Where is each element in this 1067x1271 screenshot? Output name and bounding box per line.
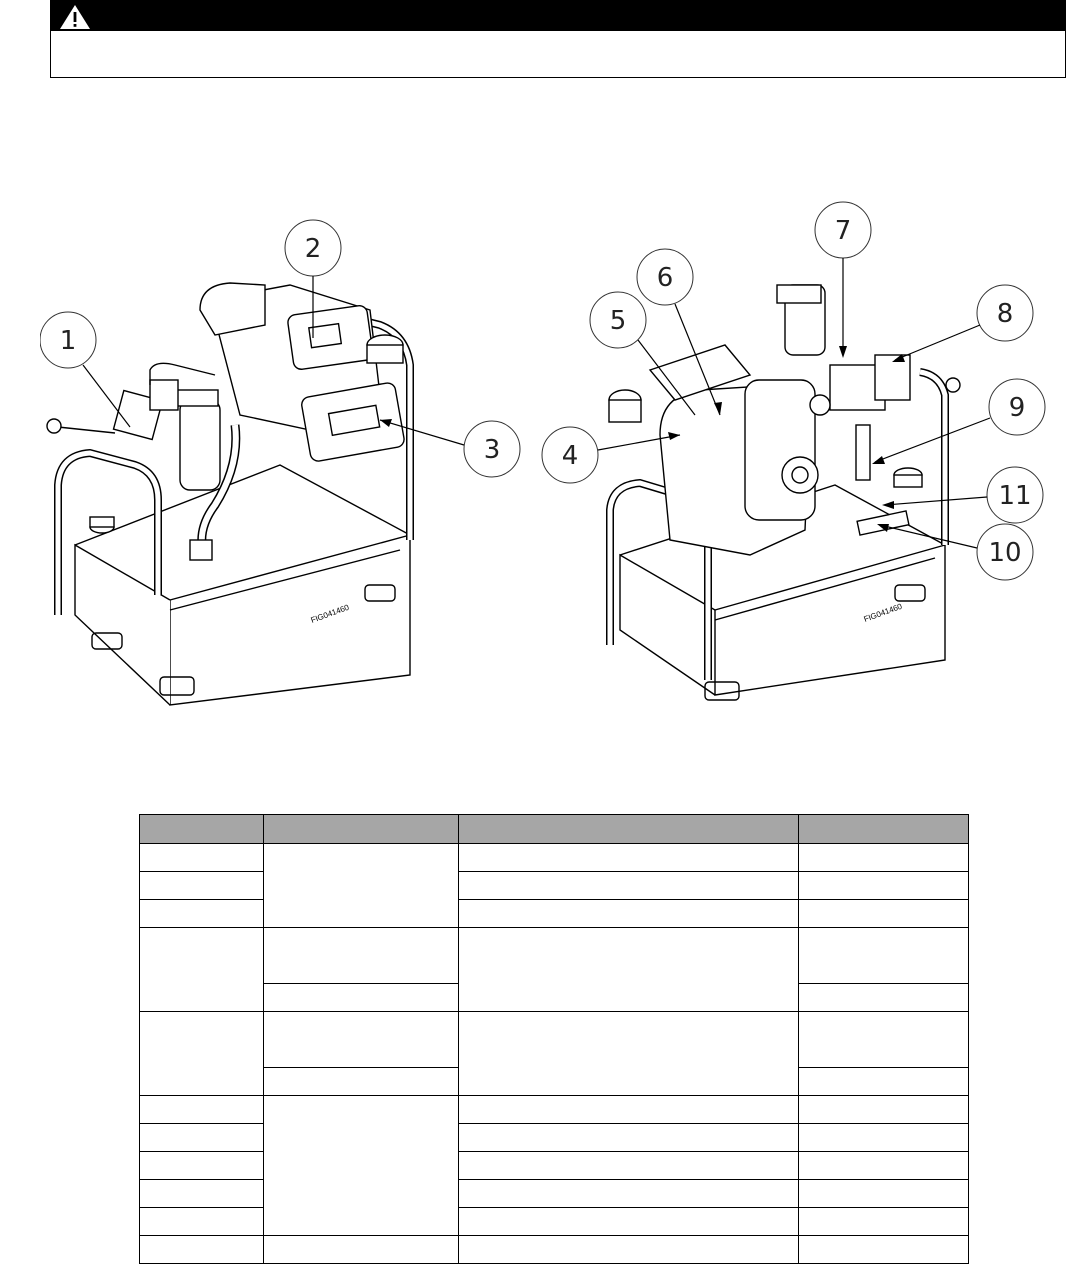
table-cell [798,1011,969,1068]
table-cell [798,843,969,872]
table-cell [263,1235,459,1264]
svg-text:3: 3 [484,435,501,465]
svg-text:10: 10 [988,538,1021,568]
header-cell-1 [139,814,264,844]
table-cell [458,927,799,1012]
table-row [139,1123,969,1152]
table-cell [263,1011,459,1068]
svg-text:11: 11 [998,481,1031,511]
figure-right-unit: FIG041460 4 5 6 7 8 9 11 [541,201,1046,701]
figure-left-unit: FIG041460 1 2 3 [40,219,521,706]
callout-6: 6 [636,248,722,416]
table-row [140,1067,969,1096]
table-row [139,1095,969,1236]
table-cell [139,1095,264,1124]
table-cell [139,1123,264,1152]
table-cell [798,983,969,1012]
table-cell [263,1095,459,1236]
table-cell [139,1151,264,1180]
table-cell [263,927,459,984]
table-row [139,927,969,1012]
svg-text:5: 5 [610,306,627,336]
table-header-row [139,814,969,844]
table-cell [139,1011,264,1096]
header-cell-2 [263,814,459,844]
callout-3: 3 [379,419,521,478]
table-cell [798,1123,969,1152]
callout-8: 8 [892,284,1034,362]
unit-right-drawing [606,284,961,701]
table-cell [458,1235,799,1264]
table-cell [263,843,459,928]
callout-9: 9 [872,378,1046,464]
table-cell [458,1123,799,1152]
table-cell [798,1095,969,1124]
table-cell [458,1207,799,1236]
table-cell [139,1179,264,1208]
svg-text:2: 2 [305,234,322,264]
svg-text:1: 1 [60,326,77,356]
table-row [139,1011,969,1096]
table-cell [139,843,264,872]
table-cell [139,927,264,1012]
table-cell [458,1011,799,1096]
svg-text:4: 4 [562,441,579,471]
table-row [140,983,969,1012]
callout-10: 10 [877,523,1034,581]
unit-left-drawing [46,282,414,706]
header-cell-4 [798,814,969,844]
table-cell [458,1179,799,1208]
svg-text:7: 7 [835,216,852,246]
table-row [139,843,969,928]
table-cell [798,1179,969,1208]
table-cell [798,927,969,984]
table-cell [458,871,799,900]
table-cell [139,1235,264,1264]
table-cell [139,871,264,900]
table-row [139,1235,969,1264]
table-cell [458,1151,799,1180]
table-row [139,899,969,928]
warning-header-bar [51,1,1065,31]
table-cell [263,1067,459,1096]
header-cell-3 [458,814,799,844]
table-cell [798,1067,969,1096]
parts-table [139,814,969,1264]
callout-1: 1 [40,311,131,428]
svg-text:8: 8 [997,299,1014,329]
table-cell [798,1151,969,1180]
callout-11: 11 [882,466,1044,524]
svg-text:6: 6 [657,263,674,293]
table-cell [458,899,799,928]
table-cell [798,1207,969,1236]
table-cell [798,1235,969,1264]
callout-2: 2 [284,219,342,338]
callout-4: 4 [541,426,681,484]
warning-box [50,0,1066,78]
table-cell [798,871,969,900]
table-cell [139,1207,264,1236]
callout-5: 5 [589,291,696,416]
callout-7: 7 [814,201,872,358]
table-cell [798,899,969,928]
warning-triangle-icon [60,5,90,29]
table-cell [263,983,459,1012]
table-cell [139,899,264,928]
table-cell [458,843,799,872]
table-cell [458,1095,799,1124]
svg-text:9: 9 [1009,393,1026,423]
